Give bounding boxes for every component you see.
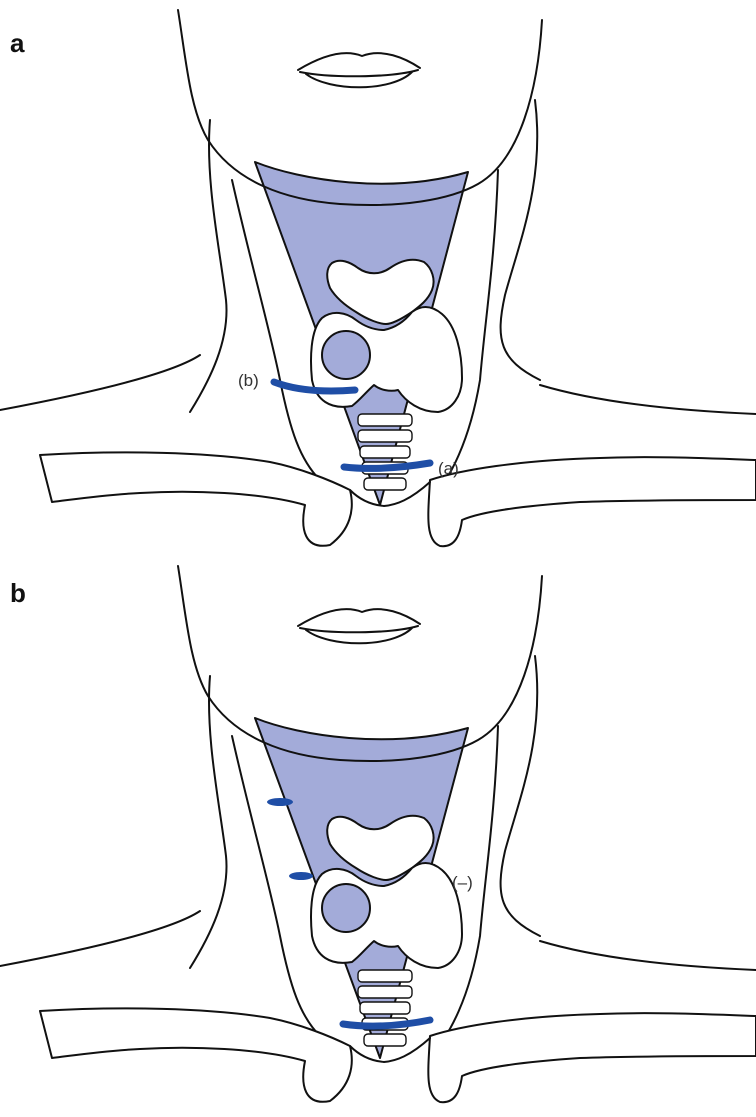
clavicle-left [40, 1008, 352, 1101]
panel-b: b (–) [0, 558, 756, 1117]
thyroid-nodule [322, 884, 370, 932]
neck-left [190, 676, 227, 968]
face-outline [178, 10, 542, 205]
label-incision-a: (a) [438, 459, 459, 478]
panel-letter: b [10, 578, 26, 609]
trachea [358, 970, 412, 1046]
neck-right [501, 656, 540, 936]
shoulder-right [540, 385, 756, 414]
clavicle-right [428, 1013, 756, 1102]
neck-diagram: (–) [0, 558, 756, 1117]
panel-a: a ( [0, 0, 756, 558]
label-marker: (–) [452, 873, 473, 892]
incision-mark-middle [289, 872, 313, 880]
clavicle-left [40, 452, 352, 545]
face-outline [178, 566, 542, 761]
shoulder-left [0, 911, 200, 966]
panel-letter: a [10, 28, 24, 59]
label-incision-b: (b) [238, 371, 259, 390]
incision-mark-upper [267, 798, 293, 806]
lips [298, 609, 420, 643]
lips [298, 53, 420, 87]
neck-right [501, 100, 540, 380]
neck-left [190, 120, 227, 412]
clavicle-right [428, 457, 756, 546]
trachea [358, 414, 412, 490]
shoulder-right [540, 941, 756, 970]
neck-diagram: (b) (a) [0, 0, 756, 558]
shoulder-left [0, 355, 200, 410]
thyroid-nodule [322, 331, 370, 379]
